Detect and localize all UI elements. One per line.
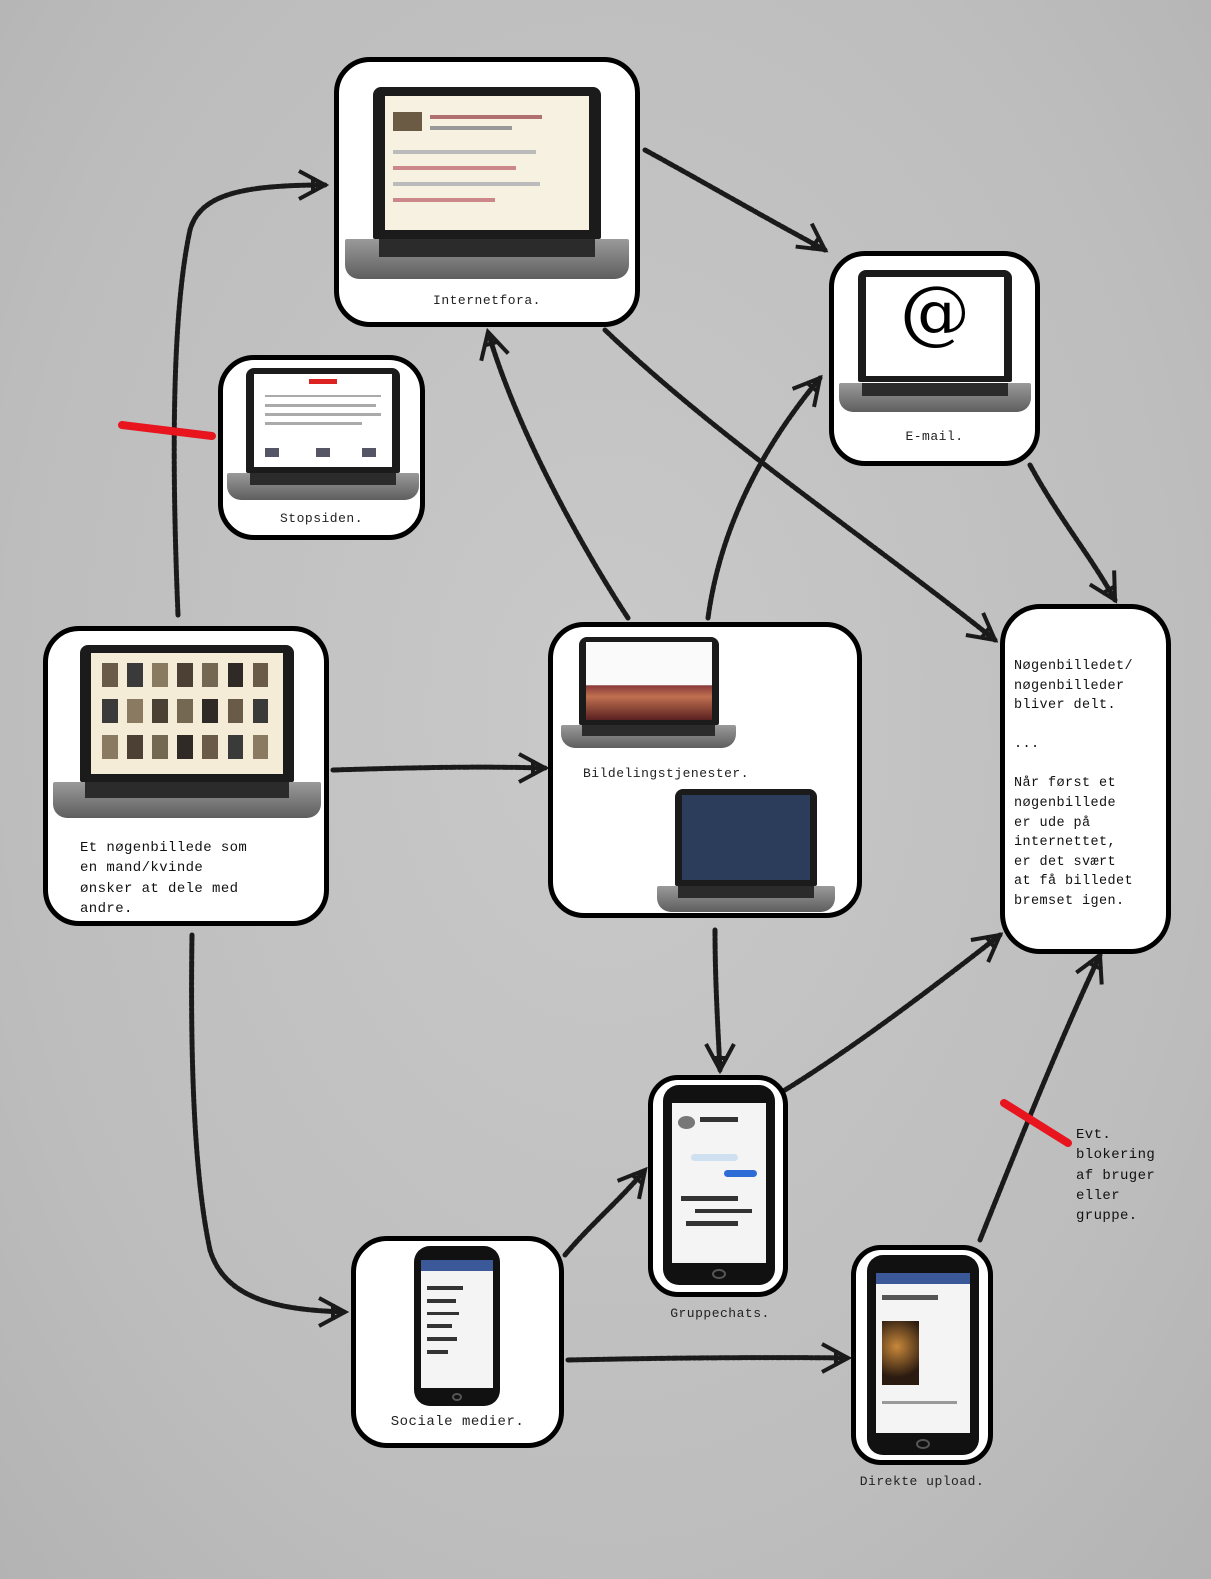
phone-icon (414, 1246, 500, 1406)
edge-internetfora-to-shared (602, 327, 998, 643)
phone-icon (867, 1255, 979, 1455)
edge-bildeling-to-email (705, 375, 823, 621)
node-shared: Nøgenbilledet/ nøgenbilleder bliver delt… (1000, 604, 1171, 954)
edge-bildeling-to-internetfora (485, 329, 631, 621)
laptop-icon (657, 789, 835, 917)
node-internetfora: Internetfora. (334, 57, 640, 327)
node-bildeling: Bildelingstjenester. (548, 622, 862, 918)
arrowhead-shared-bottom (1075, 951, 1104, 985)
edge-source-to-bildeling (330, 764, 548, 773)
edge-gruppechats-to-shared (782, 932, 1003, 1093)
laptop-icon (227, 368, 419, 506)
label-gruppechats: Gruppechats. (670, 1306, 770, 1321)
label-direkte: Direkte upload. (859, 1474, 985, 1489)
arrowhead-shared-in-top (965, 612, 999, 643)
edge-direkte-to-shared (977, 952, 1103, 1243)
arrowhead-gruppechats-top (704, 1043, 736, 1075)
label-stopsiden: Stopsiden. (279, 511, 363, 526)
edge-sociale-to-direkte (565, 1355, 851, 1363)
edge-source-to-sociale (189, 932, 348, 1315)
node-sociale: Sociale medier. (351, 1236, 564, 1448)
arrowhead-internetfora-left (298, 169, 330, 201)
laptop-icon: @ (839, 270, 1031, 418)
label-sociale: Sociale medier. (390, 1414, 525, 1430)
arrowhead-email-bottom (791, 374, 823, 408)
arrowhead-email-in (795, 222, 829, 253)
edge-bildeling-to-gruppechats (712, 927, 723, 1073)
arrowhead-shared-in-right (1088, 570, 1118, 604)
phone-icon (663, 1085, 775, 1285)
label-internetfora: Internetfora. (433, 293, 541, 308)
node-gruppechats (648, 1075, 788, 1297)
edge-sociale-to-gruppechats (562, 1167, 648, 1258)
edge-email-to-shared (1027, 462, 1118, 603)
label-bildeling: Bildelingstjenester. (583, 766, 750, 781)
arrowhead-direkte-left (821, 1342, 853, 1374)
laptop-icon (561, 637, 736, 753)
arrowhead-bildeling-left (518, 752, 550, 784)
block-mark-direkte (1000, 1099, 1072, 1147)
label-email: E-mail. (905, 429, 964, 444)
label-blocking: Evt. blokering af bruger eller gruppe. (1076, 1127, 1156, 1225)
arrowhead-internetfora-bottom (479, 327, 510, 362)
label-source: Et nøgenbillede som en mand/kvinde ønske… (80, 840, 248, 917)
edge-internetfora-to-email (642, 147, 828, 253)
node-source: Et nøgenbillede som en mand/kvinde ønske… (43, 626, 329, 926)
node-direkte (851, 1245, 993, 1465)
arrowhead-shared-bottom-left (970, 932, 1004, 963)
label-shared: Nøgenbilledet/ nøgenbilleder bliver delt… (1014, 659, 1134, 909)
node-stopsiden: Stopsiden. (218, 355, 425, 540)
node-email: @ E-mail. (829, 251, 1040, 466)
laptop-icon (345, 87, 629, 287)
arrowhead-gruppechats-left (616, 1166, 648, 1200)
arrowhead-sociale-left (318, 1296, 350, 1328)
block-mark-stopsiden (118, 421, 216, 440)
at-sign-icon: @ (900, 270, 970, 353)
laptop-icon (53, 645, 321, 825)
edge-source-to-internetfora (171, 182, 328, 618)
